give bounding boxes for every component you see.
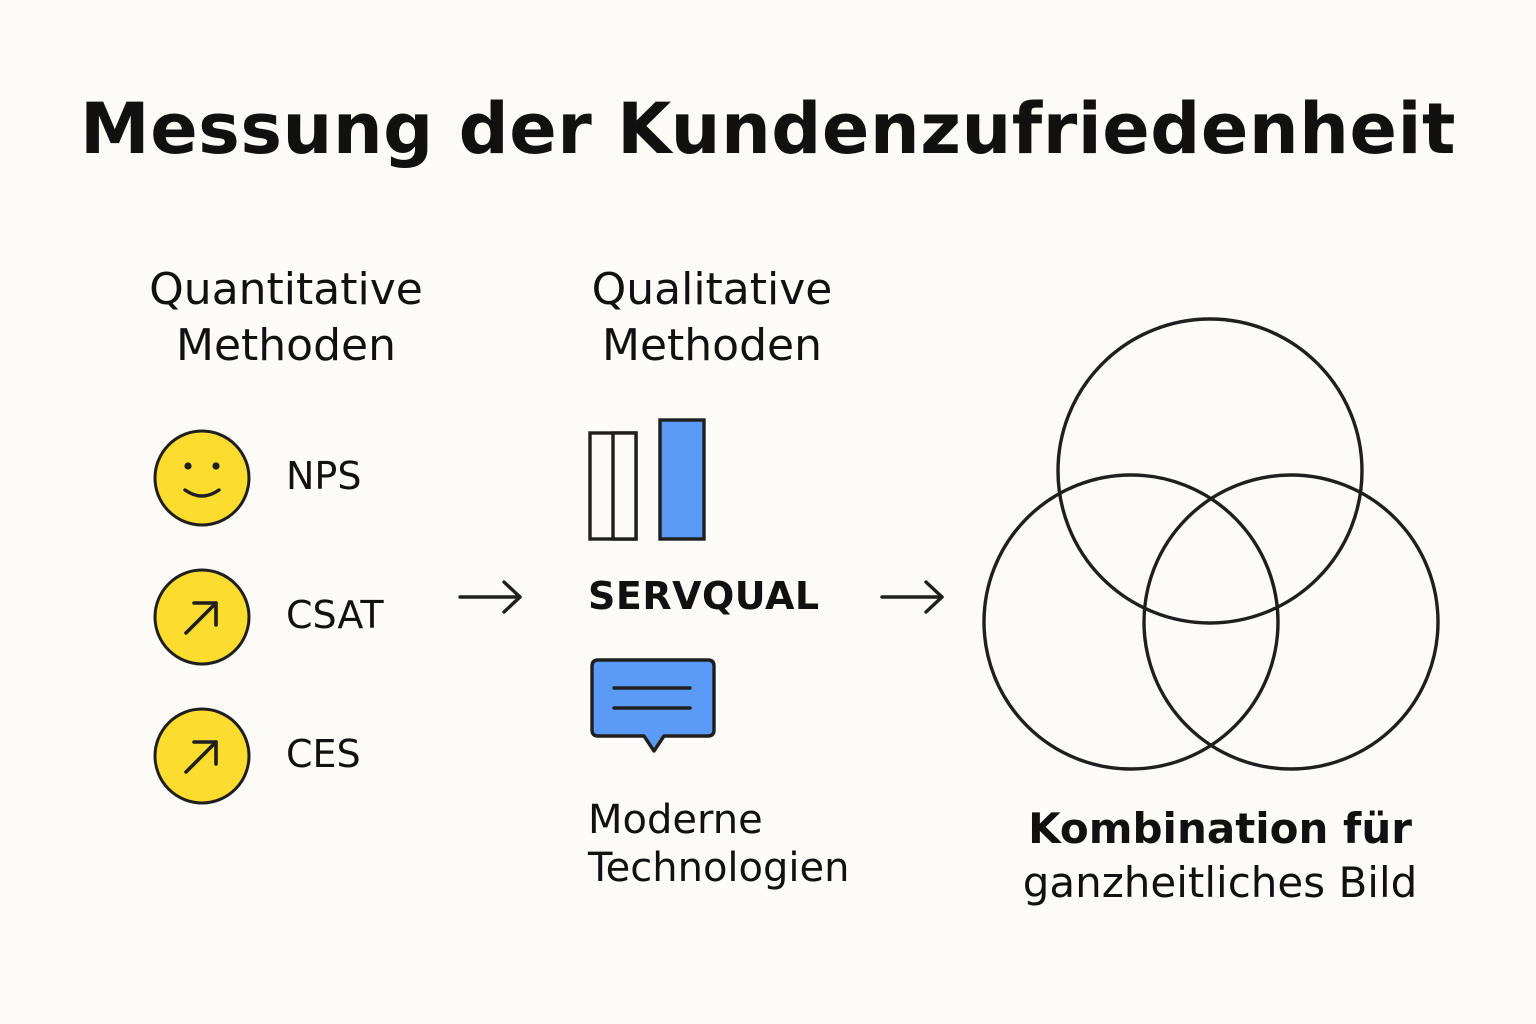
venn-circle-right (1142, 473, 1440, 771)
servqual-label: SERVQUAL (588, 574, 820, 618)
bar-chart-icon (586, 416, 710, 548)
arrow-right-icon (878, 576, 948, 622)
metric-label-nps: NPS (286, 454, 362, 498)
quantitative-heading-line2: Methoden (176, 320, 396, 371)
arrow-up-right-icon (152, 567, 252, 667)
combination-line1: Kombination für (1028, 804, 1412, 853)
metric-label-ces: CES (286, 732, 361, 776)
modern-line1: Moderne (588, 797, 763, 843)
quantitative-heading: Quantitative Methoden (136, 262, 436, 374)
arrow-up-right-icon (152, 706, 252, 806)
arrow-right-icon (456, 576, 526, 622)
modern-line2: Technologien (588, 845, 850, 891)
modern-technologies-label: Moderne Technologien (588, 796, 849, 892)
quantitative-heading-line1: Quantitative (149, 264, 423, 315)
venn-circle-top (1056, 317, 1364, 625)
qualitative-heading-line1: Qualitative (591, 264, 833, 315)
combination-label: Kombination für ganzheitliches Bild (1000, 802, 1440, 910)
venn-circle-left (982, 473, 1280, 771)
qualitative-heading: Qualitative Methoden (562, 262, 862, 374)
metric-label-csat: CSAT (286, 593, 384, 637)
page-title: Messung der Kundenzufriedenheit (80, 88, 1456, 170)
venn-diagram-icon (976, 312, 1446, 786)
chat-bubble-icon (588, 656, 720, 762)
combination-line2: ganzheitliches Bild (1022, 858, 1418, 907)
qualitative-heading-line2: Methoden (602, 320, 822, 371)
smiley-face-icon (152, 428, 252, 528)
